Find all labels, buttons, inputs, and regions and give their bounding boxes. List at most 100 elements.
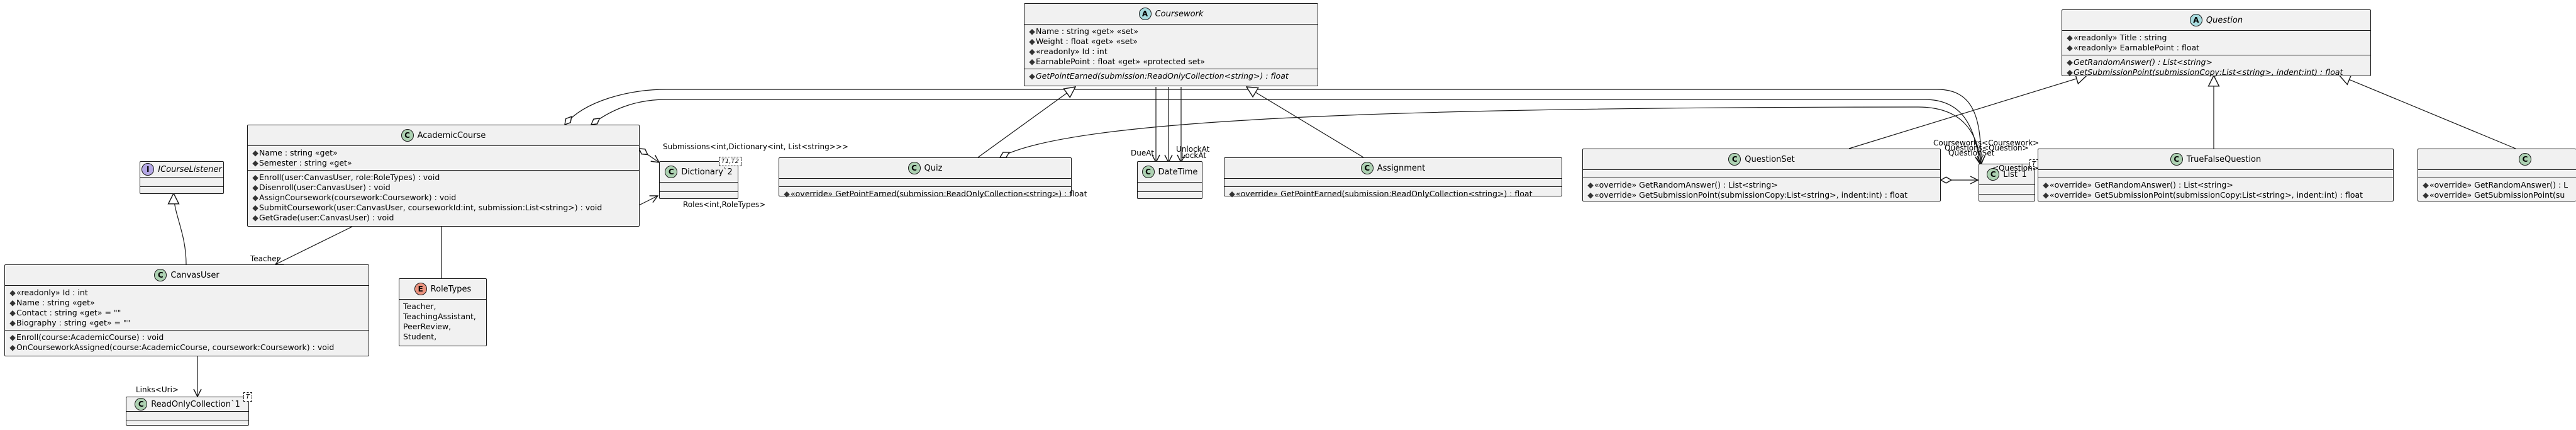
label-courseworks: Courseworks<Coursework> <box>1933 139 2040 147</box>
edge-implements <box>174 193 187 265</box>
class-cut-off[interactable]: CC ◆«override» GetRandomAnswer() : L ◆«o… <box>2418 149 2576 201</box>
class-icon: C <box>1728 153 1741 166</box>
method: GetSubmissionPoint(submissionCopy:List<s… <box>2074 67 2343 77</box>
method: «override» GetPointEarned(submission:Rea… <box>1236 189 1533 198</box>
field: EarnablePoint : float «get» «protected s… <box>1036 57 1206 66</box>
class-icon: C <box>2519 153 2531 166</box>
class-icon: C <box>1141 166 1155 178</box>
class-name: ICourseListener <box>158 164 222 174</box>
method: «override» GetSubmissionPoint(su <box>2429 190 2565 200</box>
edge-cutoff-inherit <box>2340 76 2516 149</box>
method: «override» GetRandomAnswer() : List<stri… <box>2050 180 2233 190</box>
class-icon: C <box>401 129 414 142</box>
class-name: CanvasUser <box>170 270 219 280</box>
field: Biography : string «get» = "" <box>16 318 131 327</box>
enum-value: PeerReview, <box>403 322 452 331</box>
class-icon: C <box>665 166 678 178</box>
edge-teacher <box>275 226 353 264</box>
field: «readonly» EarnablePoint : float <box>2074 43 2200 52</box>
class-icon: C <box>135 398 148 410</box>
class-name: DateTime <box>1158 167 1198 177</box>
abstract-class-icon: A <box>1138 8 1152 20</box>
class-name: Dictionary`2 <box>681 167 733 177</box>
class-name: Coursework <box>1155 9 1204 19</box>
class-name: RoleTypes <box>430 284 472 294</box>
field: Weight : float «get» «set» <box>1036 37 1138 46</box>
field: «readonly» Id : int <box>16 288 88 297</box>
label-questionset: QuestionSet <box>1948 149 1995 157</box>
class-icon: C <box>1360 162 1374 174</box>
edge-roles <box>638 196 658 206</box>
method: «override» GetSubmissionPoint(submission… <box>2050 190 2363 200</box>
edge-quiz-questions <box>1000 106 1981 165</box>
type-parameter: T <box>2029 159 2038 169</box>
edge-submissions <box>639 149 659 162</box>
field: «readonly» Title : string <box>2074 33 2167 42</box>
field: Name : string «get» <box>259 148 338 157</box>
method: OnCourseworkAssigned(course:AcademicCour… <box>16 342 335 352</box>
method: GetRandomAnswer() : List<string> <box>2074 57 2212 67</box>
method: GetGrade(user:CanvasUser) : void <box>259 213 394 222</box>
class-icon: C <box>1987 168 2000 181</box>
label-lockat: LockAt <box>1181 151 1207 160</box>
class-name: QuestionSet <box>1745 154 1795 164</box>
field: Name : string «get» «set» <box>1036 26 1139 36</box>
label-submissions: Submissions<int,Dictionary<int, List<str… <box>663 142 848 151</box>
field: Semester : string «get» <box>259 158 352 167</box>
method: «override» GetPointEarned(submission:Rea… <box>791 189 1087 198</box>
method: GetPointEarned(submission:ReadOnlyCollec… <box>1036 71 1289 81</box>
method: «override» GetRandomAnswer() : L <box>2429 180 2568 190</box>
field: Name : string «get» <box>16 298 95 307</box>
class-icon: C <box>154 269 167 281</box>
class-name: AcademicCourse <box>417 130 486 140</box>
label-teacher: Teacher <box>250 254 280 263</box>
label-dueat: DueAt <box>1131 149 1154 157</box>
class-name: ReadOnlyCollection`1 <box>151 399 240 409</box>
method: «override» GetRandomAnswer() : List<stri… <box>1594 180 1778 190</box>
enum-value: Student, <box>403 332 437 341</box>
label-roles: Roles<int,RoleTypes> <box>683 200 766 209</box>
method: Enroll(course:AcademicCourse) : void <box>16 332 164 342</box>
enum-icon: E <box>414 283 427 295</box>
abstract-class-icon: A <box>2189 14 2202 26</box>
class-name: TrueFalseQuestion <box>2186 154 2262 164</box>
class-icon: C <box>908 162 921 174</box>
label-links: Links<Uri> <box>136 385 179 394</box>
edge-questionset-inherit <box>1848 76 2087 149</box>
edge-assignment-inherit <box>1246 87 1364 158</box>
enum-value: Teacher, <box>403 302 436 311</box>
method: SubmitCoursework(user:CanvasUser, course… <box>259 203 602 212</box>
edge-courseworks-2 <box>591 99 1980 164</box>
method: «override» GetSubmissionPoint(submission… <box>1594 190 1908 200</box>
field: «readonly» Id : int <box>1036 47 1108 56</box>
label-unlockat: UnlockAt <box>1176 145 1210 154</box>
method: AssignCoursework(coursework:Coursework) … <box>259 193 457 202</box>
label-questions: Questions<Question> <box>1945 144 2029 152</box>
class-name: Quiz <box>924 163 943 173</box>
type-parameter: T <box>243 392 252 402</box>
class-name: Assignment <box>1377 163 1426 173</box>
edge-quiz-inherit <box>977 87 1075 158</box>
interface-icon: I <box>142 163 155 176</box>
class-name: Question <box>2206 15 2243 25</box>
method: Disenroll(user:CanvasUser) : void <box>259 183 391 192</box>
field: Contact : string «get» = "" <box>16 308 121 317</box>
method: Enroll(user:CanvasUser, role:RoleTypes) … <box>259 173 440 182</box>
class-name: List`1 <box>2003 169 2027 179</box>
enum-value: TeachingAssistant, <box>403 312 476 321</box>
